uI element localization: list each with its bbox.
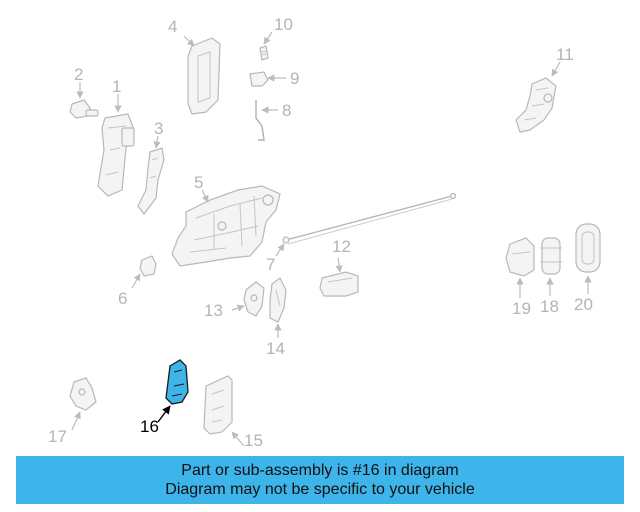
part-20[interactable] xyxy=(575,223,601,273)
part-8[interactable] xyxy=(255,100,265,141)
info-banner: Part or sub-assembly is #16 in diagram D… xyxy=(16,456,624,504)
callout-7[interactable]: 7 xyxy=(266,255,275,274)
callout-3[interactable]: 3 xyxy=(154,119,163,138)
part-5[interactable] xyxy=(171,185,281,267)
callout-6[interactable]: 6 xyxy=(118,289,127,308)
callout-15[interactable]: 15 xyxy=(244,431,263,450)
callout-12[interactable]: 12 xyxy=(332,237,351,256)
callout-14[interactable]: 14 xyxy=(266,339,285,358)
part-4[interactable] xyxy=(187,37,221,115)
callout-11[interactable]: 11 xyxy=(556,45,574,64)
part-14[interactable] xyxy=(269,277,287,323)
callout-20[interactable]: 20 xyxy=(574,295,593,314)
part-6[interactable] xyxy=(139,255,157,277)
part-12[interactable] xyxy=(319,271,359,297)
part-1[interactable] xyxy=(97,113,135,197)
part-19[interactable] xyxy=(505,237,535,277)
banner-line-part: Part or sub-assembly is #16 in diagram xyxy=(181,462,459,479)
part-3[interactable] xyxy=(137,147,165,215)
callout-8[interactable]: 8 xyxy=(282,101,291,120)
part-18[interactable] xyxy=(540,237,562,275)
callout-13[interactable]: 13 xyxy=(204,301,223,320)
callout-17[interactable]: 17 xyxy=(48,427,67,446)
part-9[interactable] xyxy=(249,71,269,87)
part-16[interactable] xyxy=(165,359,189,405)
part-11[interactable] xyxy=(515,77,557,133)
callout-19[interactable]: 19 xyxy=(512,299,531,318)
part-10[interactable] xyxy=(259,45,269,61)
callout-1[interactable]: 1 xyxy=(112,77,121,96)
part-13[interactable] xyxy=(243,281,265,317)
callout-16[interactable]: 16 xyxy=(140,417,159,436)
part-2[interactable] xyxy=(69,99,99,119)
part-15[interactable] xyxy=(203,375,233,435)
part-17[interactable] xyxy=(69,377,97,411)
leader-lines xyxy=(71,31,592,447)
callout-9[interactable]: 9 xyxy=(290,69,299,88)
callout-2[interactable]: 2 xyxy=(74,65,83,84)
callout-10[interactable]: 10 xyxy=(274,15,293,34)
part-7[interactable] xyxy=(282,192,457,245)
callout-5[interactable]: 5 xyxy=(194,173,203,192)
callout-4[interactable]: 4 xyxy=(168,17,177,36)
callout-18[interactable]: 18 xyxy=(540,297,559,316)
banner-line-disclaimer: Diagram may not be specific to your vehi… xyxy=(165,481,475,498)
callout-labels: 1 2 3 4 5 6 7 8 9 10 11 12 13 14 15 16 1… xyxy=(48,15,593,450)
